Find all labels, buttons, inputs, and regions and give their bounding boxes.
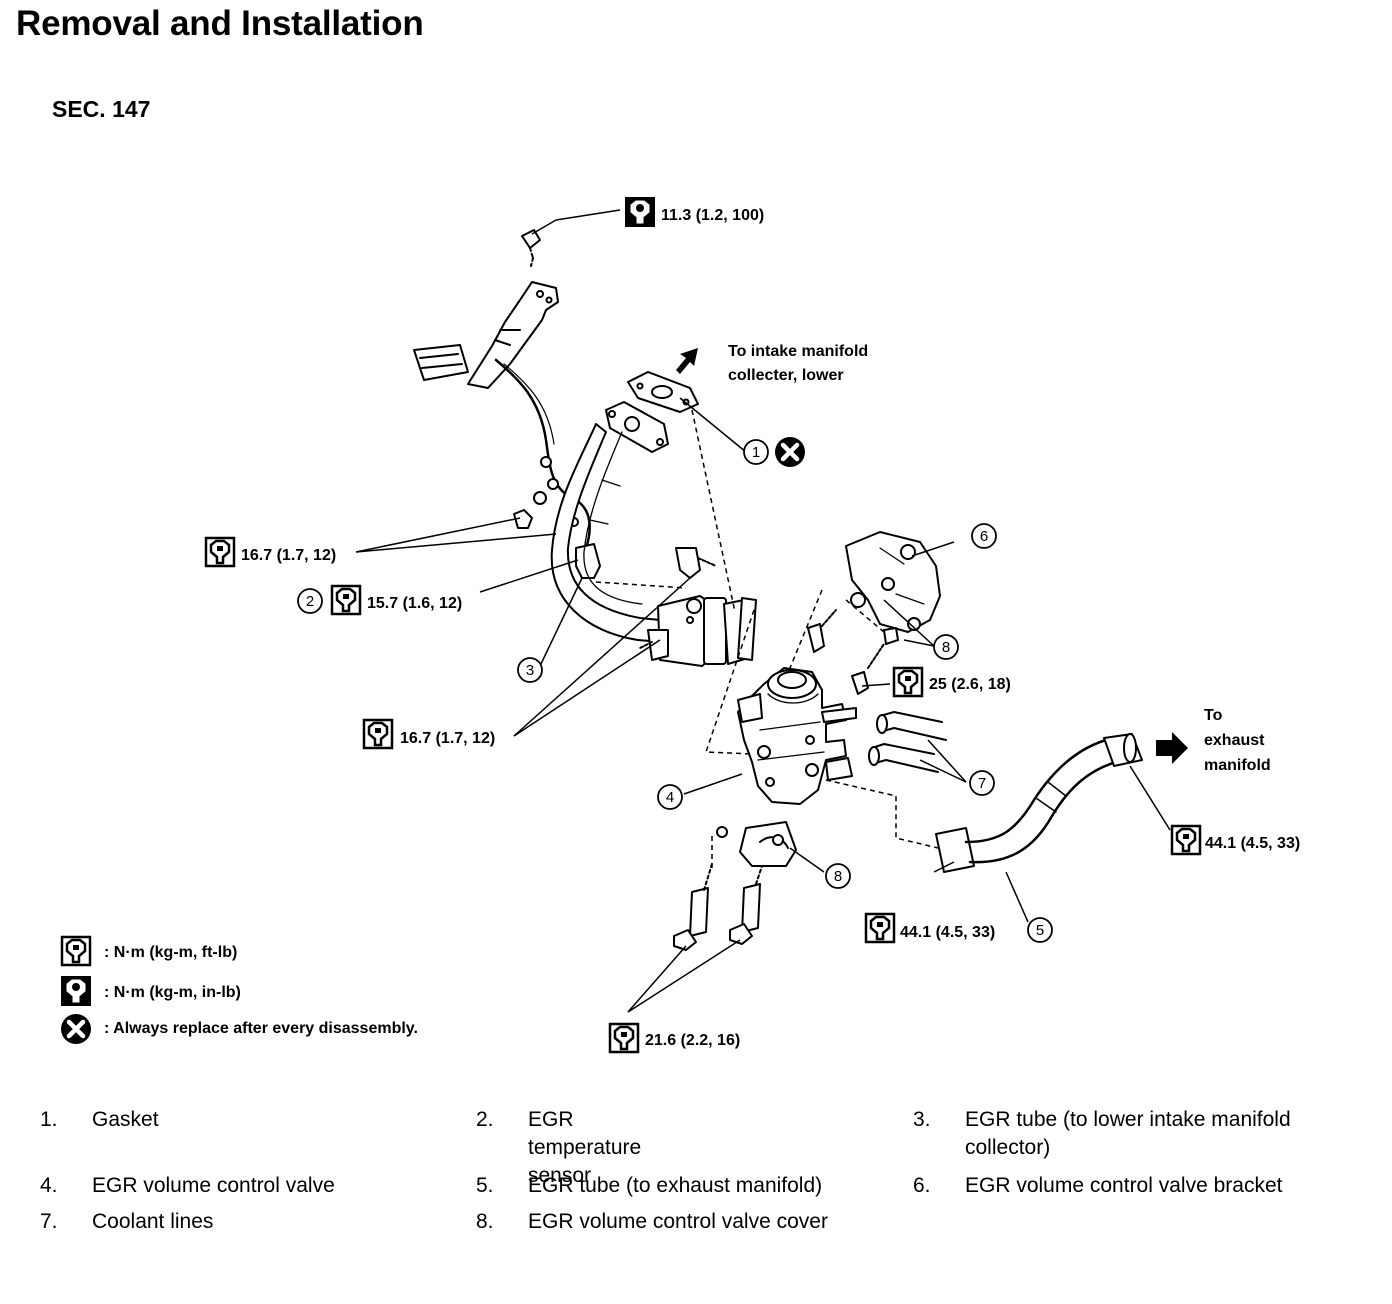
egr-exploded-diagram: 11.3 (1.2, 100) 16.7 (1.7, 12) 15.7 (1.6… [0, 197, 1300, 1054]
torque-value: 16.7 (1.7, 12) [241, 547, 336, 564]
part-number: 1. [40, 1108, 58, 1131]
torque-ftlb-icon [608, 1022, 640, 1054]
intake-direction-label: collecter, lower [728, 367, 844, 384]
torque-ftlb-icon [864, 912, 896, 944]
torque-value: 44.1 (4.5, 33) [1205, 835, 1300, 852]
callout-number: 6 [980, 528, 988, 545]
sensor-bracket [467, 281, 559, 389]
part-number: 5. [476, 1174, 494, 1197]
torque-ftlb-icon [60, 935, 92, 967]
part-name: Gasket [92, 1108, 159, 1131]
replace-x-icon [61, 1014, 91, 1044]
egr-tube-3 [550, 423, 663, 643]
sensor-wire [494, 358, 591, 550]
callout-number: 5 [1036, 922, 1044, 939]
egr-tube-5 [935, 827, 975, 873]
torque-value: 44.1 (4.5, 33) [900, 924, 995, 941]
arrow-icon-intake [676, 348, 698, 374]
replace-x-icon [775, 437, 805, 467]
valve-cover-8-lower [739, 821, 797, 867]
bracket-bolt [521, 229, 541, 249]
part-number: 2. [476, 1108, 494, 1131]
intake-direction-label: To intake manifold [728, 343, 868, 360]
torque-ftlb-icon [362, 718, 394, 750]
callout-number: 7 [978, 775, 986, 792]
exhaust-direction-label: To [1204, 707, 1223, 724]
legend-text: : N·m (kg-m, ft-lb) [104, 944, 237, 961]
callout-number: 4 [666, 789, 674, 806]
callout-number: 8 [834, 868, 842, 885]
callout-number: 1 [752, 444, 760, 461]
part-name: EGR volume control valve cover [528, 1210, 828, 1233]
part-name: EGR tube (to exhaust manifold) [528, 1174, 823, 1197]
torque-ftlb-icon [892, 666, 924, 698]
valve-bolt [741, 883, 761, 933]
part-number: 3. [913, 1108, 931, 1131]
callout-number: 3 [526, 662, 534, 679]
coolant-line-upper [879, 711, 947, 741]
valve-bolt [689, 887, 709, 937]
torque-value: 21.6 (2.2, 16) [645, 1032, 740, 1049]
part-number: 7. [40, 1210, 58, 1233]
part-name: EGR volume control valve [92, 1174, 335, 1197]
part-name: EGR tube (to lower intake manifold colle… [965, 1108, 1291, 1159]
part-number: 6. [913, 1174, 931, 1197]
torque-ftlb-icon [204, 536, 236, 568]
part-name: Coolant lines [92, 1210, 214, 1233]
legend-text: : Always replace after every disassembly… [104, 1020, 418, 1037]
coolant-line-lower [871, 743, 939, 773]
torque-value: 11.3 (1.2, 100) [661, 207, 764, 224]
torque-inlb-icon [61, 976, 91, 1006]
part-number: 8. [476, 1210, 494, 1233]
torque-ftlb-icon [1170, 824, 1202, 856]
legend-text: : N·m (kg-m, in-lb) [104, 984, 241, 1001]
part-number: 4. [40, 1174, 58, 1197]
tube-stud-bolt [675, 547, 701, 579]
callout-number: 8 [942, 639, 950, 656]
part-name: EGR volume control valve bracket [965, 1174, 1283, 1197]
exhaust-direction-label: manifold [1204, 757, 1271, 774]
arrow-icon-exhaust [1156, 732, 1188, 764]
torque-inlb-icon [625, 197, 655, 227]
torque-ftlb-icon [330, 584, 362, 616]
torque-value: 15.7 (1.6, 12) [367, 595, 462, 612]
exhaust-direction-label: exhaust [1204, 732, 1265, 749]
egr-temp-sensor [575, 543, 601, 579]
part-name: EGR temperature sensor [528, 1108, 642, 1187]
callout-number: 2 [306, 593, 314, 610]
torque-value: 16.7 (1.7, 12) [400, 730, 495, 747]
section-code: SEC. 147 [52, 96, 151, 122]
torque-value: 25 (2.6, 18) [929, 676, 1011, 693]
sensor-connector [413, 344, 469, 381]
page-title: Removal and Installation [16, 4, 424, 43]
